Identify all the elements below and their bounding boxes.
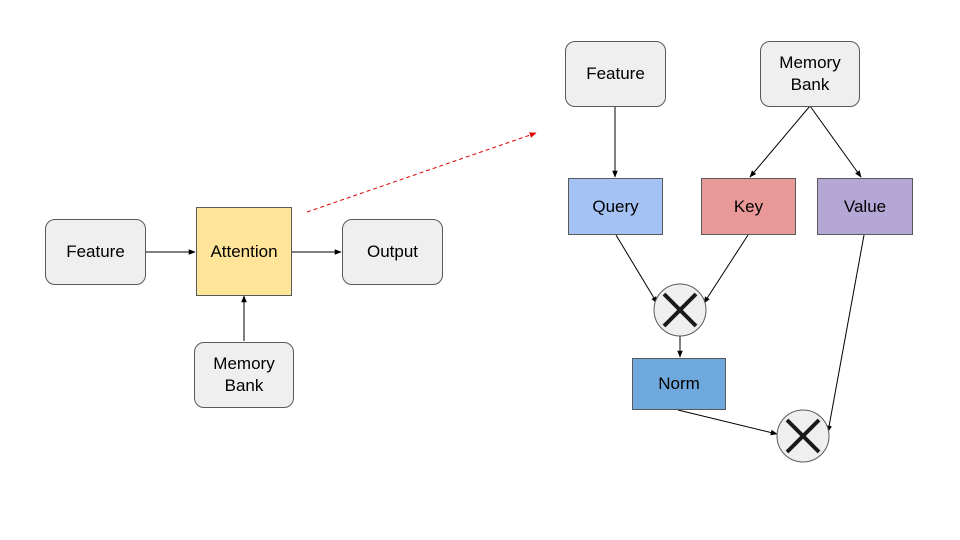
detail-memory-bank-label: Memory Bank	[779, 53, 841, 94]
detail-memory-bank-node: Memory Bank	[760, 41, 860, 107]
query-node: Query	[568, 178, 663, 235]
norm-label: Norm	[658, 374, 700, 393]
overview-memory-bank-label: Memory Bank	[213, 354, 275, 395]
arrow-norm-to-multiply	[677, 409, 778, 436]
key-label: Key	[733, 196, 764, 216]
detail-feature-node: Feature	[565, 41, 666, 107]
overview-memory-bank-node: Memory Bank	[194, 342, 294, 408]
multiply-operator-1	[653, 283, 707, 337]
multiply-operator-2	[776, 409, 830, 463]
value-node: Value	[817, 178, 913, 235]
value-label: Value	[843, 196, 887, 216]
overview-attention-label: Attention	[210, 241, 278, 261]
key-node: Key	[701, 178, 796, 235]
overview-feature-label: Feature	[66, 242, 125, 261]
arrow-memorybank-to-key	[749, 105, 811, 178]
overview-output-node: Output	[342, 219, 443, 285]
overview-feature-node: Feature	[45, 219, 146, 285]
norm-node: Norm	[632, 358, 726, 410]
zoom-arrow	[306, 132, 537, 213]
overview-attention-node: Attention	[196, 207, 292, 296]
arrow-value-to-multiply	[826, 234, 865, 433]
overview-output-label: Output	[366, 242, 419, 261]
arrow-memorybank-to-value	[809, 105, 862, 178]
query-label: Query	[592, 196, 639, 216]
detail-feature-label: Feature	[586, 64, 645, 83]
arrow-query-to-multiply	[615, 234, 658, 304]
arrow-key-to-multiply	[703, 234, 749, 304]
